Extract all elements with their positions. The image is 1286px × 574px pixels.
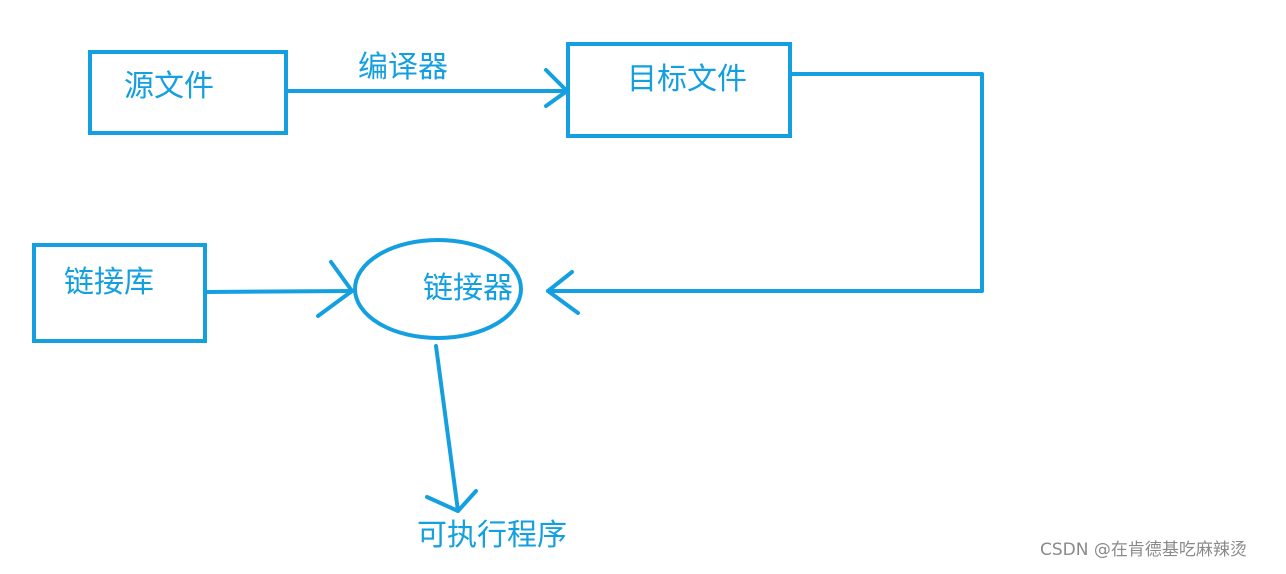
linker-to-executable-line: [434, 344, 460, 513]
compile-edge-arrowhead: [544, 68, 569, 108]
compiler-label: 编译器: [358, 50, 448, 85]
link-library-label: 链接库: [64, 265, 154, 300]
object-file-box: [566, 42, 792, 138]
source-file-label: 源文件: [124, 69, 214, 104]
source-file-box: [88, 50, 288, 135]
library-to-linker-line: [203, 289, 354, 294]
link-library-box: [32, 243, 207, 343]
csdn-watermark: CSDN @在肯德基吃麻辣烫: [1040, 540, 1247, 560]
library-to-linker-arrowhead: [316, 260, 354, 318]
executable-label: 可执行程序: [417, 518, 567, 553]
linker-label: 链接器: [423, 271, 513, 306]
object-to-linker-arrowhead: [546, 270, 580, 315]
object-to-linker-line: [546, 72, 984, 293]
linker-to-executable-arrowhead: [425, 489, 478, 513]
object-file-label: 目标文件: [627, 62, 747, 97]
linker-ellipse: [353, 238, 523, 340]
